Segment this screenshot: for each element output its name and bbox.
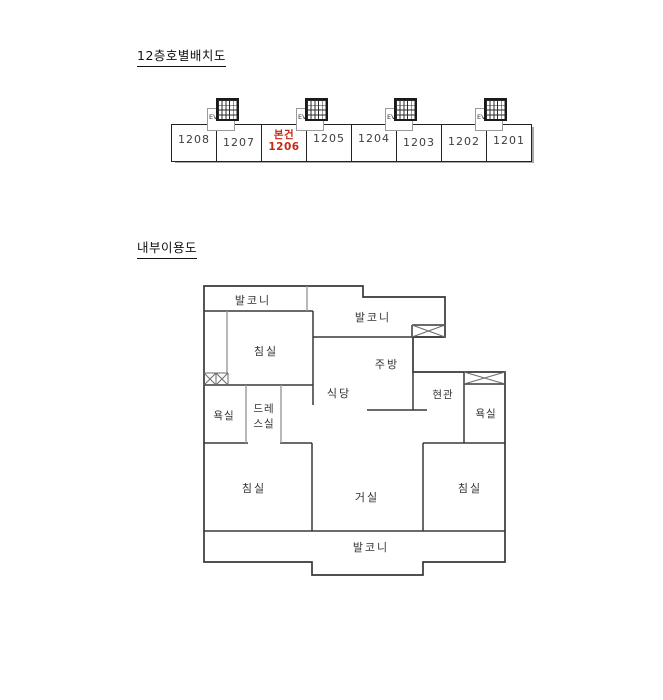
room-label-balcony-bottom: 발코니: [353, 541, 389, 554]
room-label-balcony-top-left: 발코니: [235, 294, 271, 307]
staircase-icon: [484, 98, 507, 121]
window-hatch-right: [463, 371, 506, 385]
elevator-label: EV: [387, 113, 396, 121]
unit-cell-1207: 1207: [216, 125, 261, 161]
elevator-stair-icon: EV: [207, 98, 240, 132]
unit-cell-1202: 1202: [441, 125, 486, 161]
unit-cell-1208: 1208: [178, 133, 210, 146]
subject-unit-number: 1206: [268, 141, 300, 153]
subject-unit-prefix: 본건: [273, 129, 295, 141]
unit-cell-1206-subject: 본건 1206: [261, 125, 306, 161]
room-label-bedroom-bottom-right: 침실: [458, 482, 482, 495]
elevator-stair-icon: EV: [385, 98, 418, 132]
unit-cell-1201: 1201: [486, 125, 531, 161]
room-label-entrance: 현관: [432, 389, 453, 401]
staircase-icon: [394, 98, 417, 121]
room-label-kitchen: 주방: [375, 358, 399, 371]
room-label-living-room: 거실: [355, 491, 379, 504]
room-label-dressroom-line1: 드레: [253, 403, 274, 415]
room-label-bedroom-bottom-left: 침실: [242, 482, 266, 495]
elevator-label: EV: [298, 113, 307, 121]
room-label-bath-left: 욕실: [213, 410, 234, 422]
unit-cell-1203: 1203: [396, 125, 441, 161]
room-label-dressroom-line2: 스실: [253, 418, 274, 430]
room-label-bath-right: 욕실: [475, 408, 496, 420]
elevator-label: EV: [209, 113, 218, 121]
unit-cell-1205: 1205: [306, 125, 351, 161]
window-hatch-top-right: [411, 324, 446, 338]
room-label-bedroom-top-left: 침실: [254, 345, 278, 358]
staircase-icon: [305, 98, 328, 121]
layout-section-title: 12층호별배치도: [137, 45, 226, 67]
partition-walls: [226, 286, 308, 443]
room-label-balcony-top-right: 발코니: [355, 311, 391, 324]
interior-walls: [204, 310, 505, 532]
window-hatch-left-pair: [203, 372, 229, 386]
unit-cell-1204: 1204: [351, 125, 396, 161]
elevator-stair-icon: EV: [475, 98, 508, 132]
elevator-stair-icon: EV: [296, 98, 329, 132]
floorplan-section-title: 내부이용도: [137, 237, 198, 259]
room-label-dining: 식당: [327, 387, 351, 400]
elevator-label: EV: [477, 113, 486, 121]
staircase-icon: [216, 98, 239, 121]
